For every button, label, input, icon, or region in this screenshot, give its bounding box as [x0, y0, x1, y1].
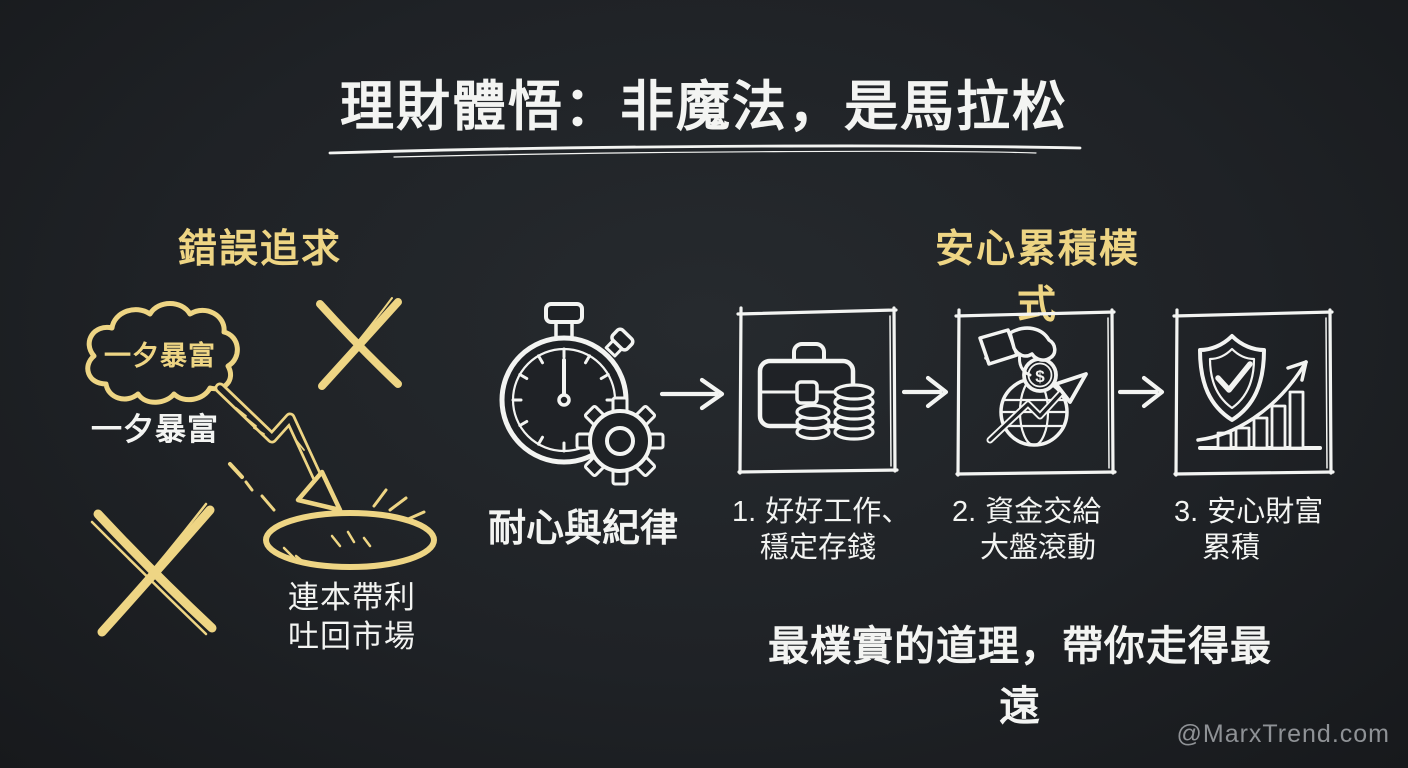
steady-mode-heading: 安心累積模式 — [934, 228, 1140, 327]
cloud-icon — [85, 301, 240, 405]
shield-check — [1198, 334, 1266, 422]
cloud-label: 一夕暴富 — [104, 341, 216, 371]
step-label-3: 3.安心財富 累積 — [1174, 494, 1374, 566]
coin-stack-small — [795, 403, 831, 441]
hand-coin-globe-icon: $ — [954, 308, 1117, 477]
growth-bars — [1198, 390, 1322, 450]
growth-curve-arrow — [1196, 360, 1308, 442]
tagline: 最樸實的道理，帶你走得最遠 — [768, 623, 1272, 729]
foundation-label: 耐心與紀律 — [487, 508, 678, 550]
wrong-pursuit-heading: 錯誤追求 — [177, 228, 342, 271]
result-line-2: 吐回市場 — [288, 619, 416, 654]
coin-stack-large — [833, 383, 875, 441]
shield-growth-icon — [1172, 308, 1335, 477]
crash-arrow-icon — [214, 382, 343, 513]
stopwatch-gear-icon — [499, 302, 665, 486]
growth-zigzag-arrow — [986, 372, 1088, 444]
flow-arrow-icon — [659, 377, 725, 411]
crash-result-text: 連本帶利 吐回市場 — [282, 578, 422, 656]
svg-text:$: $ — [1035, 367, 1045, 386]
gear-icon — [575, 396, 665, 486]
page-title: 理財體悟：非魔法，是馬拉松 — [340, 77, 1068, 137]
pit-icon — [260, 488, 437, 570]
flow-arrow-icon — [1118, 375, 1165, 409]
cloud-caption: 一夕暴富 — [91, 412, 219, 447]
step-1-line-1: 1.好好工作、 — [732, 496, 911, 528]
briefcase-coins-icon — [736, 306, 899, 475]
step-label-1: 1.好好工作、 穩定存錢 — [732, 494, 932, 566]
step-2-line-1: 2.資金交給 — [952, 496, 1102, 528]
result-line-1: 連本帶利 — [288, 580, 416, 615]
flow-arrow-icon — [902, 375, 949, 409]
step-3-line-2: 累積 — [1202, 532, 1261, 564]
title-underline-stroke — [328, 144, 1082, 158]
step-1-line-2: 穩定存錢 — [760, 532, 877, 564]
hand — [978, 326, 1057, 377]
dollar-coin: $ — [1022, 357, 1058, 393]
step-2-line-2: 大盤滾動 — [980, 532, 1097, 564]
step-3-line-1: 3.安心財富 — [1174, 496, 1324, 528]
step-label-2: 2.資金交給 大盤滾動 — [952, 494, 1152, 566]
watermark: @MarxTrend.com — [1176, 720, 1390, 748]
cross-icon — [90, 502, 217, 637]
cross-icon — [316, 297, 402, 390]
